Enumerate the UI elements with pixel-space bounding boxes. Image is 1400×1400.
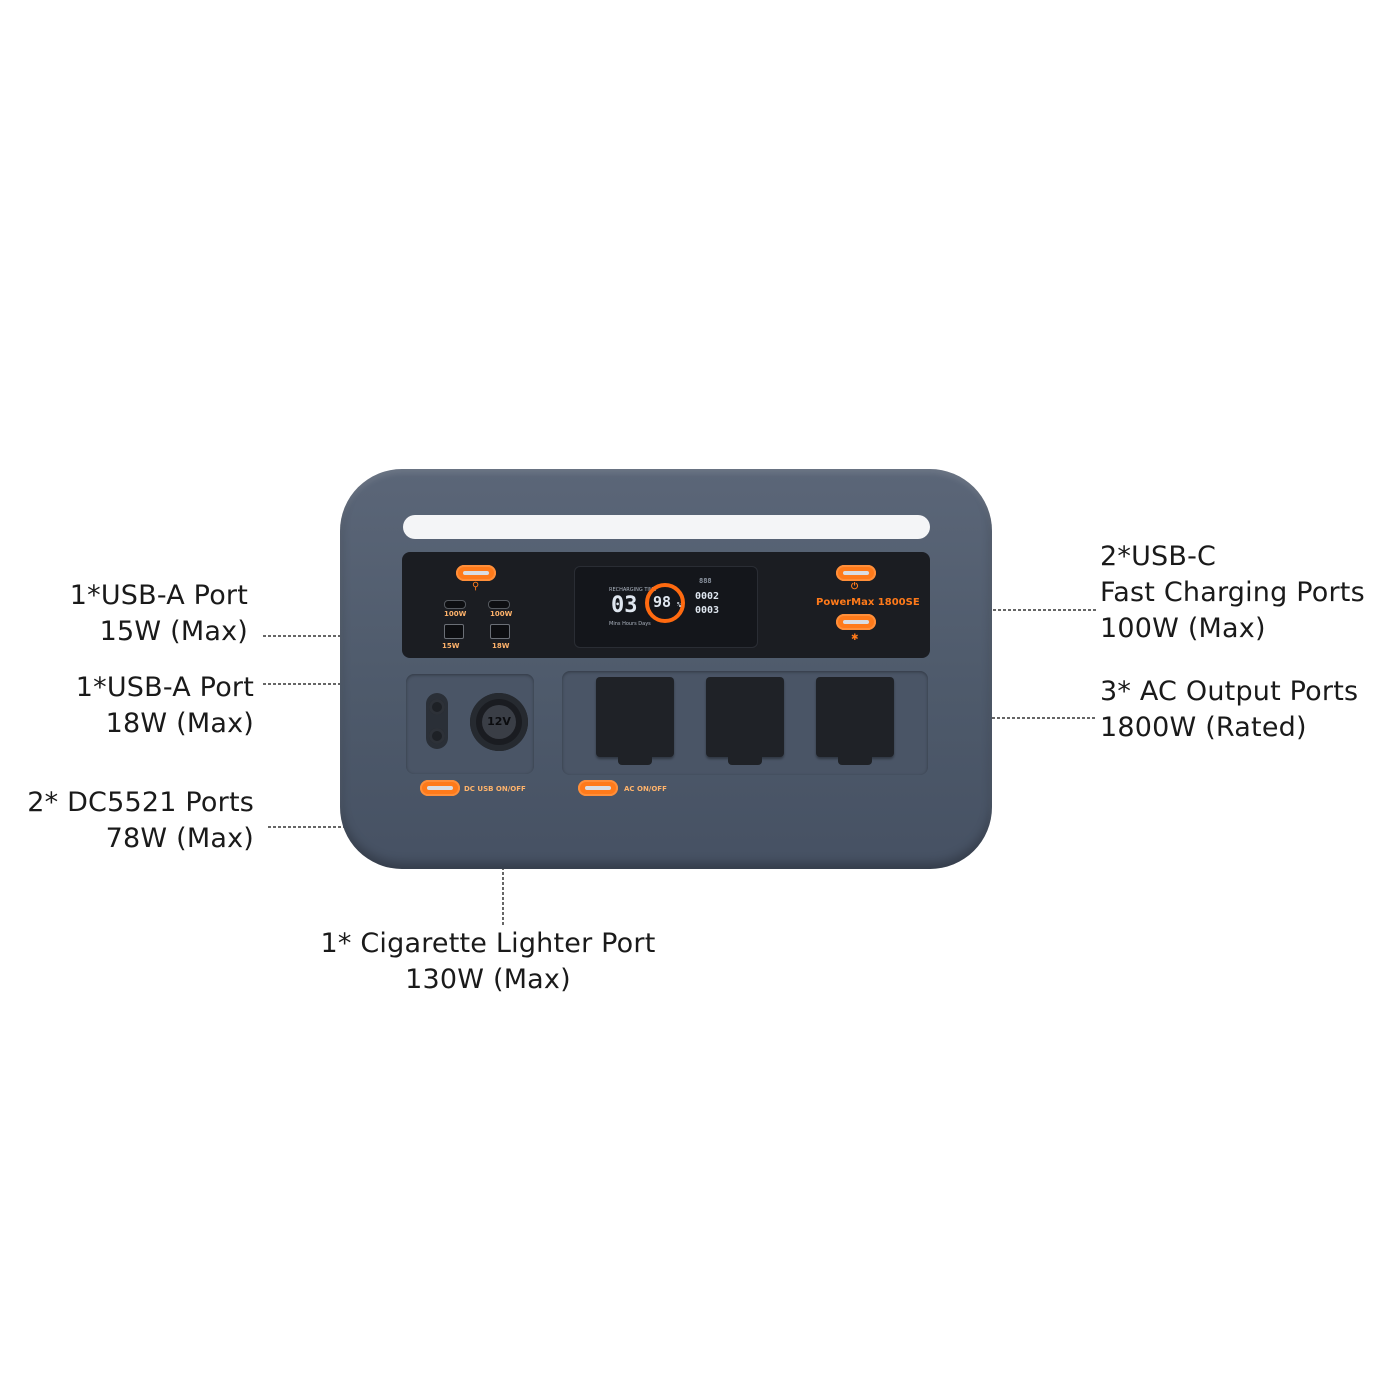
lcd-header: RECHARGING TIME bbox=[609, 587, 657, 593]
usb-a-18w-label: 18W bbox=[492, 642, 510, 650]
callout-usb-a-18-power: 18W (Max) bbox=[105, 708, 254, 739]
callout-usb-a-15-power: 15W (Max) bbox=[99, 616, 248, 647]
callout-ac-power: 1800W (Rated) bbox=[1100, 712, 1307, 743]
main-power-button[interactable] bbox=[836, 565, 876, 581]
callout-dc5521-title: 2* DC5521 Ports bbox=[27, 787, 254, 818]
bluetooth-button[interactable] bbox=[836, 614, 876, 630]
power-station-device: ⚲ 100W 100W 15W 18W RECHARGING TIME 03 M… bbox=[340, 469, 992, 869]
lcd-percent-sign: % bbox=[677, 601, 682, 609]
control-panel: ⚲ 100W 100W 15W 18W RECHARGING TIME 03 M… bbox=[402, 552, 930, 658]
usb-a-port-15w[interactable] bbox=[444, 624, 464, 639]
dc5521-port-1[interactable] bbox=[429, 699, 445, 715]
usb-c-port-left[interactable] bbox=[444, 600, 466, 609]
brand-label: PowerMax 1800SE bbox=[816, 597, 920, 608]
callout-dc5521-power: 78W (Max) bbox=[105, 823, 254, 854]
lcd-time-value: 03 bbox=[611, 593, 638, 618]
cigarette-lighter-port[interactable]: 12V bbox=[470, 693, 528, 751]
callout-dc5521: 2* DC5521 Ports 78W (Max) bbox=[10, 785, 254, 857]
lcd-units: Mins Hours Days bbox=[609, 621, 651, 627]
cigarette-lighter-label: 12V bbox=[482, 705, 516, 739]
callout-usb-a-18: 1*USB-A Port 18W (Max) bbox=[40, 670, 254, 742]
callout-usb-a-15: 1*USB-A Port 15W (Max) bbox=[40, 578, 248, 650]
callout-usb-c: 2*USB-C Fast Charging Ports 100W (Max) bbox=[1100, 539, 1390, 647]
ac-switch-button[interactable] bbox=[578, 780, 618, 796]
usb-a-15w-label: 15W bbox=[442, 642, 460, 650]
battery-ring bbox=[645, 583, 685, 623]
dc-usb-switch-button[interactable] bbox=[420, 780, 460, 796]
usb-a-port-18w[interactable] bbox=[490, 624, 510, 639]
dc-usb-switch-label: DC USB ON/OFF bbox=[464, 785, 526, 793]
ac-outlet-2[interactable] bbox=[706, 677, 784, 765]
power-icon: ⏻ bbox=[851, 582, 859, 592]
callout-cigarette-title: 1* Cigarette Lighter Port bbox=[320, 928, 656, 959]
callout-usb-c-power: 100W (Max) bbox=[1100, 613, 1266, 644]
callout-ac: 3* AC Output Ports 1800W (Rated) bbox=[1100, 674, 1390, 746]
callout-cigarette: 1* Cigarette Lighter Port 130W (Max) bbox=[300, 926, 676, 998]
usb-power-button[interactable] bbox=[456, 565, 496, 581]
callout-usb-a-15-title: 1*USB-A Port bbox=[69, 580, 248, 611]
ac-outlet-3[interactable] bbox=[816, 677, 894, 765]
callout-usb-c-subtitle: Fast Charging Ports bbox=[1100, 577, 1365, 608]
lcd-input-value: 0002 bbox=[695, 591, 720, 602]
bluetooth-icon: ✱ bbox=[851, 633, 859, 643]
callout-usb-c-title: 2*USB-C bbox=[1100, 541, 1217, 572]
dc5521-port-2[interactable] bbox=[429, 728, 445, 744]
usb-c-port-right[interactable] bbox=[488, 600, 510, 609]
lcd-display: RECHARGING TIME 03 Mins Hours Days 98 % … bbox=[574, 566, 758, 648]
carry-handle[interactable] bbox=[403, 515, 930, 539]
callout-ac-title: 3* AC Output Ports bbox=[1100, 676, 1359, 707]
ac-outlet-1[interactable] bbox=[596, 677, 674, 765]
pin-icon: ⚲ bbox=[472, 581, 480, 592]
lcd-top-right: 888 bbox=[699, 577, 712, 585]
callout-cigarette-power: 130W (Max) bbox=[405, 964, 571, 995]
usb-c-right-label: 100W bbox=[490, 610, 513, 618]
lcd-battery-percent: 98 bbox=[653, 593, 672, 611]
lcd-output-value: 0003 bbox=[695, 605, 720, 616]
ac-switch-label: AC ON/OFF bbox=[624, 785, 667, 793]
callout-usb-a-18-title: 1*USB-A Port bbox=[75, 672, 254, 703]
usb-c-left-label: 100W bbox=[444, 610, 467, 618]
